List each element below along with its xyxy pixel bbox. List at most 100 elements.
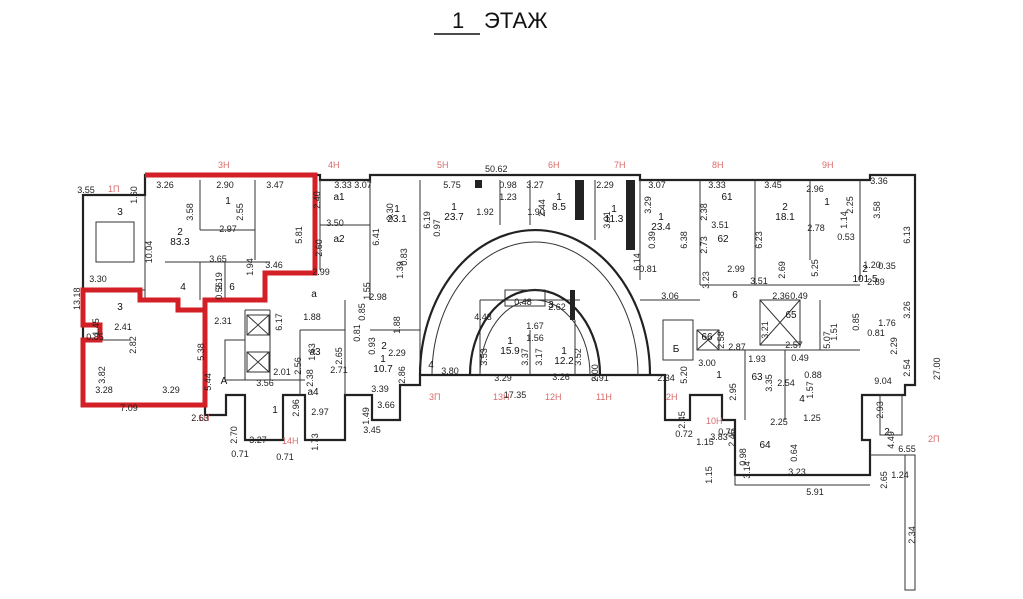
dimension-label: 3.50 xyxy=(326,218,344,228)
dimension-label: 5.38 xyxy=(196,343,206,361)
dimension-label: 6.17 xyxy=(274,313,284,331)
dimension-label: 6.38 xyxy=(679,231,689,249)
dimension-label: 2.93 xyxy=(875,401,885,419)
overall-dimensions: 50.62 27.00 13.18 xyxy=(72,164,942,380)
dimension-label: 3.27 xyxy=(249,435,267,445)
building-walls xyxy=(81,173,917,591)
dimension-label: 6.41 xyxy=(371,228,381,246)
dimension-label: 3.26 xyxy=(552,372,570,382)
dimension-label: 2.54 xyxy=(902,359,912,377)
dimension-label: 1.55 xyxy=(362,282,372,300)
dimension-label: 2.99 xyxy=(312,267,330,277)
dimension-label: 1.93 xyxy=(748,354,766,364)
dimension-label: 3.53 xyxy=(479,348,489,366)
overall-height-right: 27.00 xyxy=(932,357,942,380)
axis-label: 9Н xyxy=(822,160,834,170)
axis-label: 7Н xyxy=(614,160,626,170)
dimension-label: 2.63 xyxy=(191,413,209,423)
dimension-label: 2.60 xyxy=(314,239,324,257)
room-area: 23.4 xyxy=(651,222,671,233)
dimension-label: 1.88 xyxy=(303,312,321,322)
dimension-label: 2.97 xyxy=(311,407,329,417)
dimension-label: 2.00 xyxy=(590,364,600,382)
dimension-label: 3.82 xyxy=(97,366,107,384)
room-number: 1 xyxy=(824,197,830,208)
dimension-label: 2.69 xyxy=(777,261,787,279)
dimension-label: 0.85 xyxy=(86,332,104,342)
axis-label: 5Н xyxy=(437,160,449,170)
dimension-label: 0.81 xyxy=(352,324,362,342)
dimension-label: 0.93 xyxy=(367,337,377,355)
room-number: 1 xyxy=(225,196,231,207)
room-number: 1 xyxy=(451,202,457,213)
dimension-label: 2.25 xyxy=(845,196,855,214)
dimension-label: 3.27 xyxy=(526,180,544,190)
dimension-label: 1.60 xyxy=(129,186,139,204)
dimension-label: 3.29 xyxy=(494,373,512,383)
dimension-label: 3.30 xyxy=(385,203,395,221)
axis-label: 11Н xyxy=(596,392,612,402)
dimension-label: 2.56 xyxy=(293,357,303,375)
dimension-label: 3.23 xyxy=(788,467,806,477)
room-number: 4 xyxy=(428,360,434,371)
dimension-label: 3.30 xyxy=(89,274,107,284)
dimension-label: 2.86 xyxy=(397,366,407,384)
room-number: 1 xyxy=(507,336,513,347)
dimension-label: 0.53 xyxy=(837,232,855,242)
room-number: 2 xyxy=(884,427,890,438)
room-area: 18.1 xyxy=(775,212,795,223)
dimension-label: 3.23 xyxy=(701,271,711,289)
dimension-label: 2.55 xyxy=(235,203,245,221)
room-number: 65 xyxy=(785,310,797,321)
dimension-label: 5.81 xyxy=(294,226,304,244)
axis-label: 8Н xyxy=(712,160,724,170)
dimension-label: 2.44 xyxy=(537,199,547,217)
dimension-label: 2.82 xyxy=(128,336,138,354)
dimension-label: 0.98 xyxy=(499,180,517,190)
overall-width: 50.62 xyxy=(485,164,508,174)
dimension-label: 2.96 xyxy=(291,399,301,417)
axis-label: 3П xyxy=(429,392,440,402)
room-number: а3 xyxy=(309,347,321,358)
dimension-label: 0.72 xyxy=(675,429,693,439)
dimension-label: 3.58 xyxy=(185,203,195,221)
dimension-label: 3.07 xyxy=(648,180,666,190)
dimension-label: 2.87 xyxy=(728,342,746,352)
dimension-label: 1.90 xyxy=(527,207,545,217)
room-number: 61 xyxy=(721,192,733,203)
dimension-label: 2.96 xyxy=(806,184,824,194)
dimension-label: 2.98 xyxy=(369,292,387,302)
room-area: 15.9 xyxy=(500,346,520,357)
dimension-label: 0.71 xyxy=(276,452,294,462)
dimension-label: 3.29 xyxy=(643,196,653,214)
room-area: 10.7 xyxy=(373,364,393,375)
dimension-label: 2.34 xyxy=(657,373,675,383)
dimension-label: 2.38 xyxy=(305,369,315,387)
dimension-label: 3.06 xyxy=(661,291,679,301)
dimension-label: 3.91 xyxy=(591,373,609,383)
room-number: 1 xyxy=(658,212,664,223)
dimension-label: 0.81 xyxy=(867,328,885,338)
dimension-label: 3.29 xyxy=(162,385,180,395)
dimension-label: 2.58 xyxy=(716,331,726,349)
dimension-label: 0.72 xyxy=(718,427,736,437)
dimension-label: 1.51 xyxy=(829,323,839,341)
dimension-label: 2.95 xyxy=(728,383,738,401)
dimension-label: 2.29 xyxy=(889,337,899,355)
highlighted-premises xyxy=(80,172,318,408)
dimension-label: 1.23 xyxy=(499,192,517,202)
shaft-columns xyxy=(475,180,635,320)
dimension-label: 7.09 xyxy=(120,403,138,413)
dimension-label: 0.85 xyxy=(357,303,367,321)
room-number: 63 xyxy=(751,372,763,383)
dimension-label: 3.39 xyxy=(371,384,389,394)
dimension-label: 3.83 xyxy=(710,432,728,442)
dimension-label: 2.71 xyxy=(330,365,348,375)
axis-label: 2П xyxy=(928,434,939,444)
axis-label: 14Н xyxy=(282,436,299,446)
axis-label: 3Н xyxy=(218,160,230,170)
interior-partitions xyxy=(83,180,861,420)
dimension-label: 3.26 xyxy=(156,180,174,190)
room-number: 6 xyxy=(229,282,235,293)
